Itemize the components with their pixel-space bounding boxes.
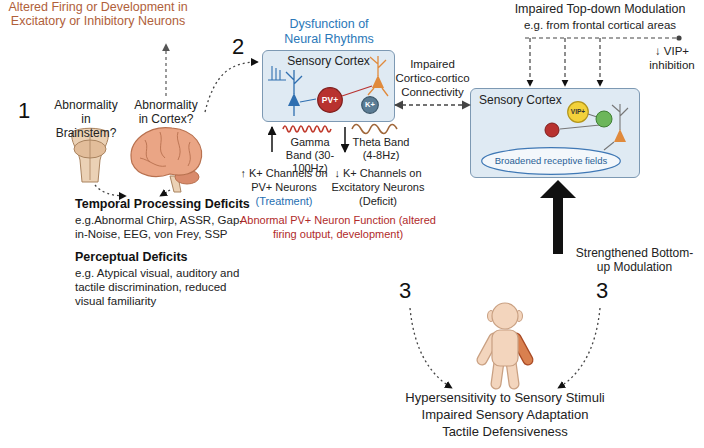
spike-trace xyxy=(268,66,286,80)
brainstem-midline xyxy=(90,134,91,180)
modulation-label: Strengthened Bottom-up Modulation xyxy=(572,246,697,274)
pons-illustration xyxy=(74,140,106,158)
interneuron-circle xyxy=(596,111,612,127)
question-label: Abnormality in Brainstem? xyxy=(50,98,122,140)
potassium-channel-shape xyxy=(362,97,379,114)
callout-number: 1 xyxy=(12,98,36,124)
interneuron-circle xyxy=(545,123,559,137)
outcome-label: Hypersensitivity to Sensory Stimuli xyxy=(395,390,615,406)
dashed-arrow xyxy=(564,38,565,86)
excitatory-neuron xyxy=(372,75,384,88)
section-body: e.g.Abnormal Chirp, ASSR, Gap-in-Noise, … xyxy=(75,213,250,241)
brain-gyri xyxy=(140,132,190,166)
section-heading: Temporal Processing Deficits xyxy=(75,197,260,212)
dotted-arrow xyxy=(410,308,452,388)
band-label: Theta Band (4-8Hz) xyxy=(350,136,412,162)
cortex-box: Dysfunction of Neural RhythmsSensory Cor… xyxy=(262,50,395,122)
neuron-label: PV+ xyxy=(317,87,343,113)
channel-note: ↓ K+ Channels on Excitatory Neurons xyxy=(326,166,430,194)
outcome-label: Impaired Sensory Adaptation xyxy=(395,407,615,423)
dotted-arrow xyxy=(160,190,170,196)
connector-arrow xyxy=(395,104,470,105)
potassium-channel: K+ xyxy=(361,96,379,114)
theta-wave xyxy=(352,125,397,134)
box-title: Sensory Cortex xyxy=(479,93,579,107)
dashed-arrow xyxy=(529,38,530,86)
vip-neuron: VIP+ xyxy=(567,101,589,123)
child-ear xyxy=(516,311,523,322)
decrease-arrow xyxy=(344,127,346,152)
axon-line xyxy=(300,99,316,102)
section-heading: Perceptual Deficits xyxy=(75,250,260,265)
callout-number: 2 xyxy=(226,34,250,60)
receptive-field: Broadened receptive fields xyxy=(481,147,621,175)
line-end-dot xyxy=(676,35,681,40)
gamma-wave xyxy=(283,126,331,132)
child-limb-outline xyxy=(482,338,514,384)
inhibition-label: ↓ VIP+ inhibition xyxy=(640,44,704,72)
bottom-up-arrow-head xyxy=(540,180,576,198)
brain-stem-part xyxy=(170,176,181,192)
receptive-field-shape xyxy=(482,148,621,175)
bottom-up-arrow xyxy=(553,196,563,254)
child-head xyxy=(492,303,518,329)
increase-arrow xyxy=(271,127,273,152)
excitatory-neuron xyxy=(288,93,300,106)
pv-neuron-shape xyxy=(318,88,343,113)
cortex-box: Sensory CortexVIP+ Broadened receptive fi… xyxy=(470,88,640,178)
deficit-tag: (Deficit) xyxy=(326,194,430,208)
treatment-tag: (Treatment) xyxy=(236,194,332,208)
mechanism-note: Altered Firing or Development in Excitat… xyxy=(8,0,188,28)
field-label: Broadened receptive fields xyxy=(481,147,621,175)
callout-number: 3 xyxy=(393,278,417,304)
neuron-dendrite xyxy=(368,56,388,96)
neuron-label: VIP+ xyxy=(567,101,589,123)
pv-neuron: PV+ xyxy=(317,87,343,113)
neuron-dendrite xyxy=(286,70,302,116)
box-title: Sensory Cortex xyxy=(263,54,394,68)
excitatory-neuron xyxy=(614,129,626,142)
child-torso xyxy=(492,330,518,366)
edge-label: Impaired Cortico-cortico Connectivity xyxy=(394,57,472,99)
brain-illustration xyxy=(131,128,202,177)
callout-number: 3 xyxy=(590,278,614,304)
dotted-arrow xyxy=(95,185,126,196)
dotted-arrow xyxy=(205,62,258,112)
function-note: Abnormal PV+ Neuron Function (altered fi… xyxy=(228,213,448,241)
dashed-arrow xyxy=(165,44,166,96)
child-ear xyxy=(488,311,495,322)
modulation-label: Impaired Top-down Modulation xyxy=(500,2,700,17)
section-body: e.g. Atypical visual, auditory and tacti… xyxy=(75,266,250,308)
dashed-arrow xyxy=(599,38,600,86)
question-label: Abnormality in Cortex? xyxy=(130,98,202,126)
box-heading: Dysfunction of Neural Rhythms xyxy=(279,17,379,47)
child-limb xyxy=(482,338,514,384)
dotted-arrow xyxy=(558,308,600,388)
dashed-line xyxy=(525,37,676,38)
modulation-note: e.g. from frontal cortical areas xyxy=(500,18,700,32)
channel-label: K+ xyxy=(361,96,379,114)
axon-line xyxy=(342,86,372,96)
channel-note: ↑ K+ Channels on PV+ Neurons xyxy=(236,166,332,194)
child-arm-outline xyxy=(516,338,528,360)
vip-neuron-shape xyxy=(568,102,589,123)
child-arm-highlight xyxy=(516,338,528,360)
circuit-line xyxy=(560,104,628,150)
cerebellum-illustration xyxy=(175,170,199,184)
outcome-label: Tactile Defensiveness xyxy=(395,424,615,440)
